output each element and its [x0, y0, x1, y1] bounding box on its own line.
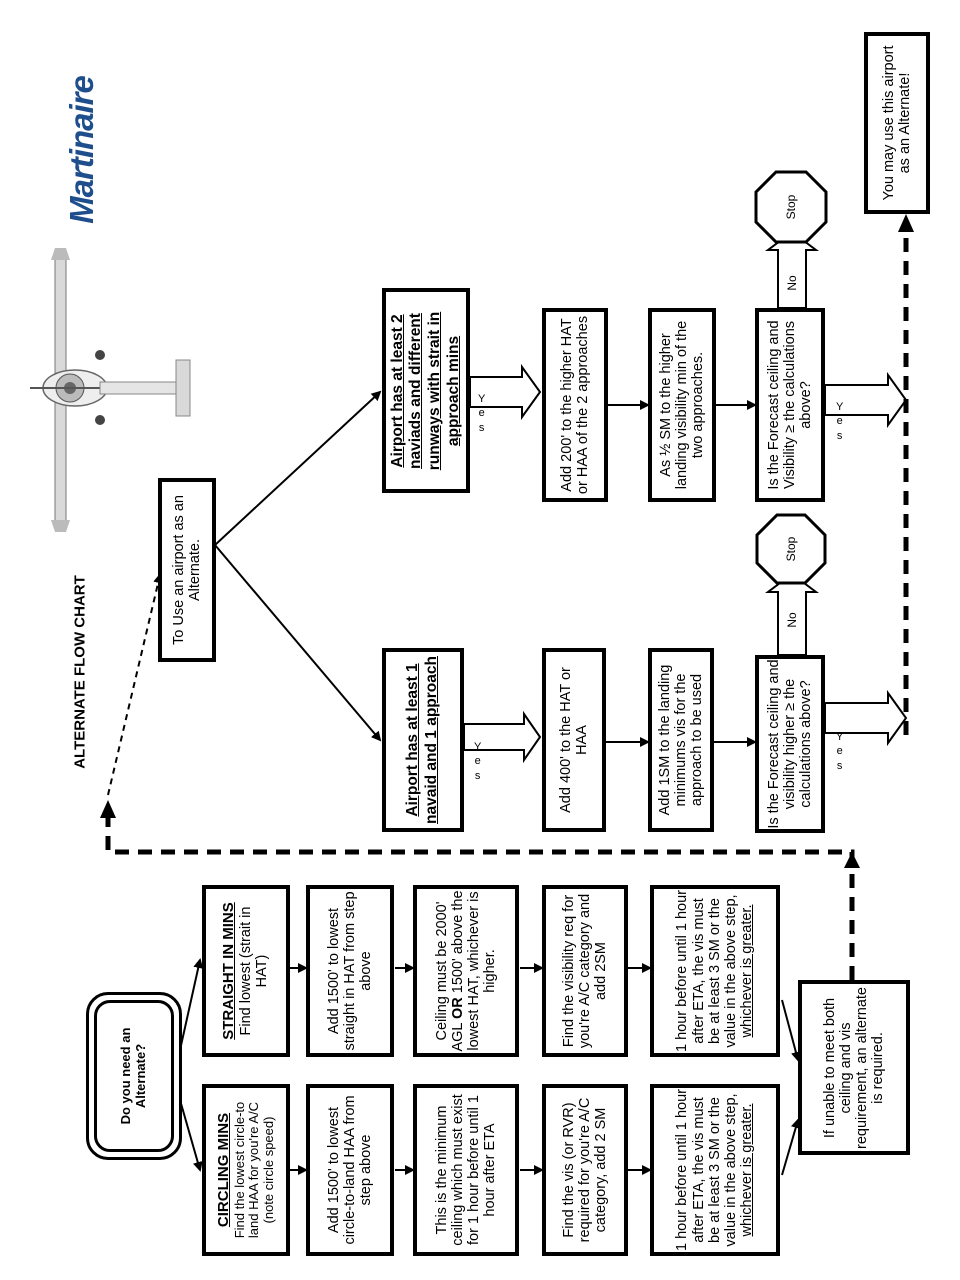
yes-arrow-branch2-q	[824, 371, 908, 429]
connector-to-branch1	[214, 544, 382, 742]
branch1-heading-box: Airport has at least 1 navaid and 1 appr…	[382, 648, 464, 832]
yes-label-branch2: Y e s	[478, 392, 485, 435]
straight-step3-text: Ceiling must be 2000' AGL OR 1500' above…	[434, 889, 499, 1053]
yes-arrow-branch2	[469, 363, 542, 421]
yes-letter-y: Y	[836, 731, 844, 743]
branch1-step2-text: Add 1SM to the landing minimums vis for …	[656, 664, 706, 816]
yes-letter-y: Y	[836, 401, 844, 413]
straight-step5-box: 1 hour before until 1 hour after ETA, th…	[650, 885, 780, 1057]
circling-step1-box: CIRCLING MINS Find the lowest circle-to …	[202, 1084, 290, 1256]
connector-s5-unable	[781, 999, 801, 1062]
dashed-arrowhead-unable	[844, 852, 860, 868]
circling-step5-pre: 1 hour before until 1 hour after ETA, th…	[674, 1088, 740, 1252]
connector-start-circling	[179, 1099, 203, 1172]
yes-letter-y: Y	[478, 393, 486, 405]
branch1-step1-box: Add 400' to the HAT or HAA	[542, 648, 606, 832]
straight-step5-text: 1 hour before until 1 hour after ETA, th…	[674, 889, 755, 1053]
branch2-step2-box: As ½ SM to the higher landing visibility…	[648, 308, 716, 502]
yes-arrow-branch1	[463, 710, 542, 764]
stop-label-branch2: Stop	[784, 194, 798, 220]
unable-text: If unable to meet both ceiling and vis r…	[821, 986, 887, 1149]
airplane-top-view-icon	[30, 248, 191, 532]
unable-box: If unable to meet both ceiling and vis r…	[798, 980, 910, 1155]
circling-step3-text: This is the minimum ceiling which must e…	[433, 1094, 499, 1246]
straight-step5-underline: whichever is greater.	[739, 904, 756, 1038]
straight-heading: STRAIGHT IN MINS	[220, 902, 238, 1040]
circling-step4-box: Find the vis (or RVR) required for you'r…	[542, 1084, 628, 1256]
yes-letter-s: s	[474, 769, 481, 782]
straight-step1-box: STRAIGHT IN MINS Find lowest (strait in …	[202, 885, 290, 1057]
to-use-box: To Use an airport as an Alternate.	[158, 478, 216, 662]
branch2-heading: Airport has at least 2 naviads and diffe…	[388, 311, 462, 470]
start-line2: Alternate?	[133, 1043, 148, 1109]
straight-step5-pre: 1 hour before until 1 hour after ETA, th…	[674, 889, 740, 1053]
result-text: You may use this airport as an Alternate…	[880, 45, 913, 201]
stop-label-branch1: Stop	[784, 536, 798, 562]
start-line1: Do you need an	[118, 1027, 134, 1125]
yes-label-branch1: Y e s	[474, 740, 481, 783]
no-label-branch2: No	[785, 275, 799, 291]
circling-heading: CIRCLING MINS	[214, 1112, 232, 1228]
yes-letter-e: e	[474, 755, 481, 768]
branch1-step1-text: Add 400' to the HAT or HAA	[557, 667, 590, 813]
straight-step3-or: OR	[449, 997, 466, 1020]
branch2-question-box: Is the Forecast ceiling and Visibility ≥…	[755, 308, 825, 502]
branch2-question-text: Is the Forecast ceiling and Visibility ≥…	[765, 320, 815, 490]
straight-step4-box: Find the visibility req for you're A/C c…	[542, 885, 628, 1057]
yes-letter-e: e	[836, 745, 843, 758]
yes-letter-y: Y	[474, 741, 482, 753]
stop-octagon-branch1	[755, 513, 827, 585]
branch2-step2-text: As ½ SM to the higher landing visibility…	[657, 320, 707, 490]
circling-step5-text: 1 hour before until 1 hour after ETA, th…	[674, 1088, 755, 1252]
circling-step5-underline: whichever is greater.	[739, 1103, 756, 1237]
branch1-question-box: Is the Forecast ceiling and visibility h…	[755, 655, 825, 833]
yes-letter-e: e	[478, 407, 485, 420]
dashed-arrowhead-result	[898, 214, 914, 232]
yes-label-branch1-q: Y e s	[836, 730, 843, 773]
page-title: ALTERNATE FLOW CHART	[71, 575, 89, 769]
dashed-connector-to-use	[107, 573, 164, 796]
no-label-branch1: No	[785, 612, 799, 628]
yes-letter-e: e	[836, 415, 843, 428]
stop-octagon-branch2	[754, 170, 828, 244]
yes-letter-s: s	[836, 429, 843, 442]
straight-step2-text: Add 1500' to lowest straight in HAT from…	[325, 891, 375, 1051]
start-box: Do you need an Alternate?	[86, 992, 182, 1160]
yes-letter-s: s	[478, 421, 485, 434]
circling-step5-box: 1 hour before until 1 hour after ETA, th…	[650, 1084, 780, 1256]
to-use-text: To Use an airport as an Alternate.	[170, 495, 203, 645]
branch1-heading: Airport has at least 1 navaid and 1 appr…	[404, 656, 440, 824]
circling-step2-text: Add 1500' to lowest circle-to-land HAA f…	[325, 1095, 375, 1245]
branch2-step1-box: Add 200' to the higher HAT or HAA of the…	[542, 308, 608, 502]
branch2-step1-text: Add 200' to the higher HAT or HAA of the…	[558, 315, 591, 495]
connector-start-straight	[179, 958, 204, 1051]
circling-step3-box: This is the minimum ceiling which must e…	[413, 1084, 519, 1256]
branch1-question-text: Is the Forecast ceiling and visibility h…	[765, 659, 815, 829]
branch1-step2-box: Add 1SM to the landing minimums vis for …	[648, 648, 714, 832]
straight-step3-box: Ceiling must be 2000' AGL OR 1500' above…	[413, 885, 519, 1057]
straight-step1-text: Find lowest (strait in HAT)	[238, 906, 271, 1036]
yes-label-branch2-q: Y e s	[836, 400, 843, 443]
circling-step1-text: Find the lowest circle-to land HAA for y…	[231, 1101, 276, 1239]
connector-c5-unable	[781, 1118, 801, 1176]
straight-step4-text: Find the visibility req for you're A/C c…	[560, 893, 610, 1049]
circling-step2-box: Add 1500' to lowest circle-to-land HAA f…	[306, 1084, 394, 1256]
martinaire-logo: Martinaire	[63, 76, 100, 224]
result-box: You may use this airport as an Alternate…	[864, 32, 930, 214]
yes-arrow-branch1-q	[824, 689, 908, 747]
circling-step4-text: Find the vis (or RVR) required for you'r…	[560, 1097, 610, 1243]
connector-to-branch2	[214, 390, 382, 546]
yes-letter-s: s	[836, 759, 843, 772]
dashed-arrowhead-top	[100, 800, 116, 818]
straight-step2-box: Add 1500' to lowest straight in HAT from…	[306, 885, 394, 1057]
branch2-heading-box: Airport has at least 2 naviads and diffe…	[382, 288, 470, 493]
